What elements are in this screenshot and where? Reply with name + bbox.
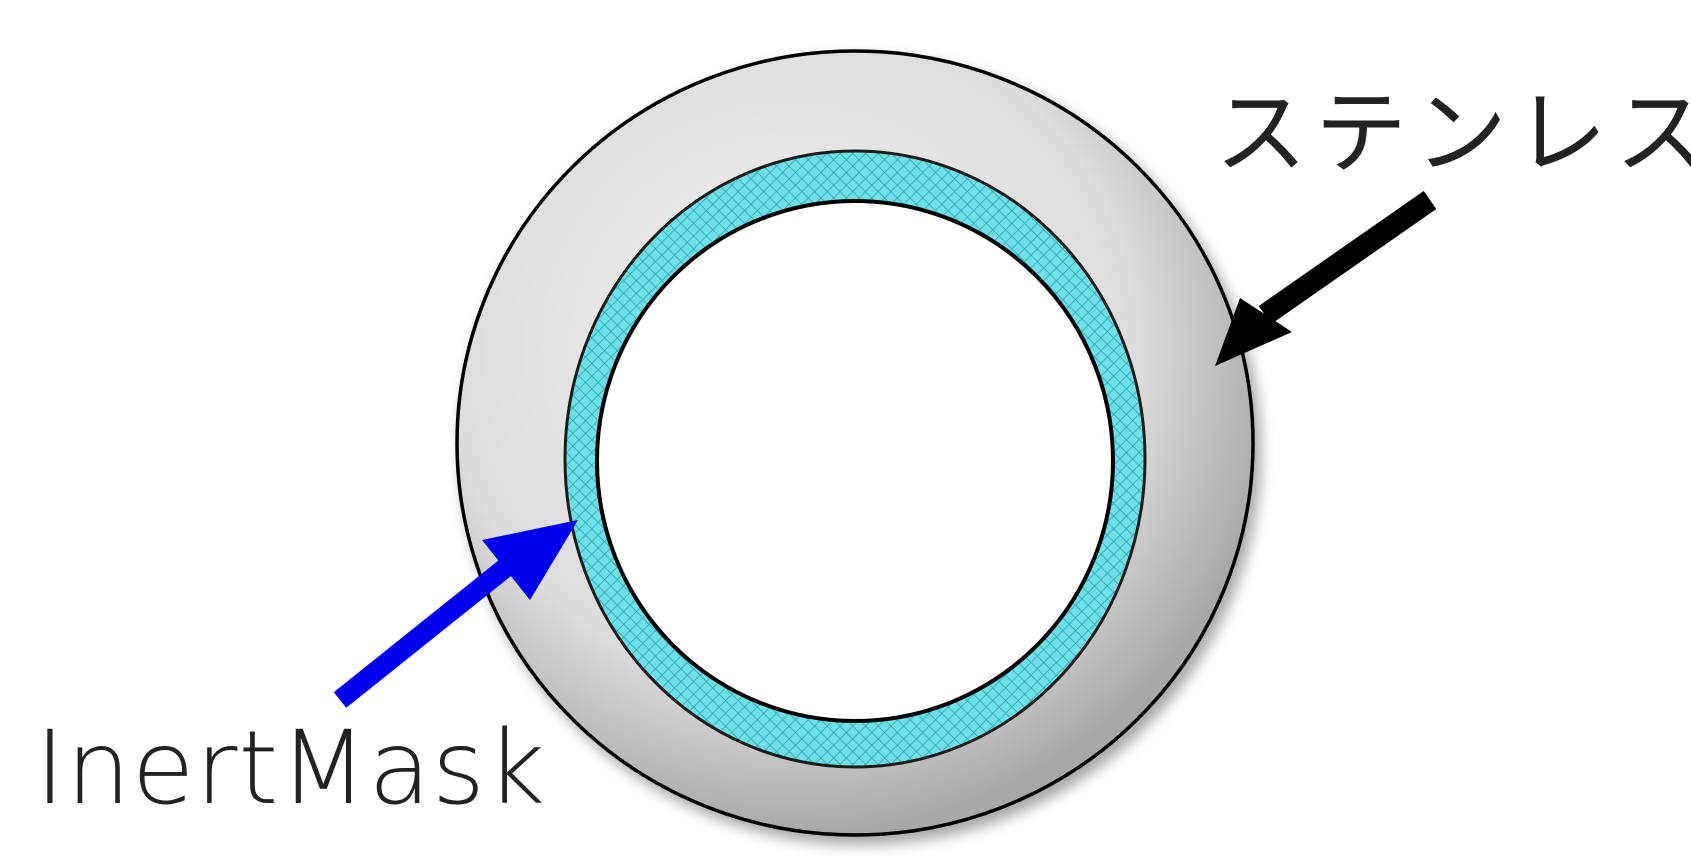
stainless-label: ステンレス [1215, 88, 1691, 180]
inner-opening [597, 201, 1113, 721]
stainless-arrow [1215, 200, 1430, 366]
inert-mask-label: InertMask [35, 718, 546, 820]
